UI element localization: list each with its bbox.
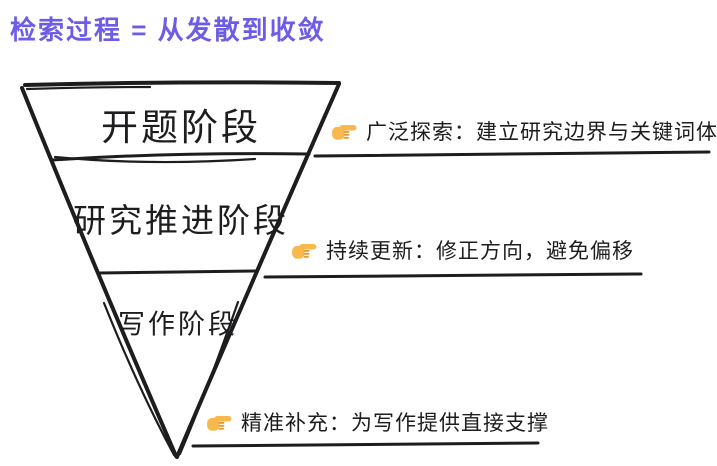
funnel-right-edge-sketch (178, 300, 240, 456)
funnel-left-edge (20, 86, 178, 458)
pointing-right-hand-icon (292, 244, 317, 259)
annotation-underline-2 (263, 272, 643, 279)
annotation-text: 精准补充：为写作提供直接支撑 (241, 412, 549, 435)
stage-label-opening: 开题阶段 (101, 107, 261, 148)
stage-divider-1-sketch (53, 155, 257, 164)
annotation-text: 广泛探索：建立研究边界与关键词体系 (366, 121, 717, 144)
diagram-title: 检索过程 = 从发散到收敛 (10, 15, 326, 45)
annotation-text: 持续更新：修正方向，避免偏移 (326, 240, 634, 263)
annotation-precise-supplement: 精准补充：为写作提供直接支撑 (206, 407, 549, 437)
stage-divider-2 (97, 269, 259, 275)
funnel-top-edge-sketch (25, 85, 152, 91)
pointing-right-hand-icon (207, 416, 232, 431)
stage-label-writing: 写作阶段 (118, 309, 238, 340)
stage-label-research-progress: 研究推进阶段 (73, 202, 289, 239)
annotation-continuous-update: 持续更新：修正方向，避免偏移 (291, 235, 634, 265)
stage-divider-1 (50, 152, 311, 162)
annotation-underline-1 (313, 150, 711, 158)
annotation-broad-exploration: 广泛探索：建立研究边界与关键词体系 (331, 116, 717, 146)
funnel-left-edge-sketch (102, 301, 176, 457)
funnel-top-edge (23, 80, 341, 87)
annotation-underline-3 (191, 441, 540, 448)
pointing-right-hand-icon (332, 125, 357, 140)
